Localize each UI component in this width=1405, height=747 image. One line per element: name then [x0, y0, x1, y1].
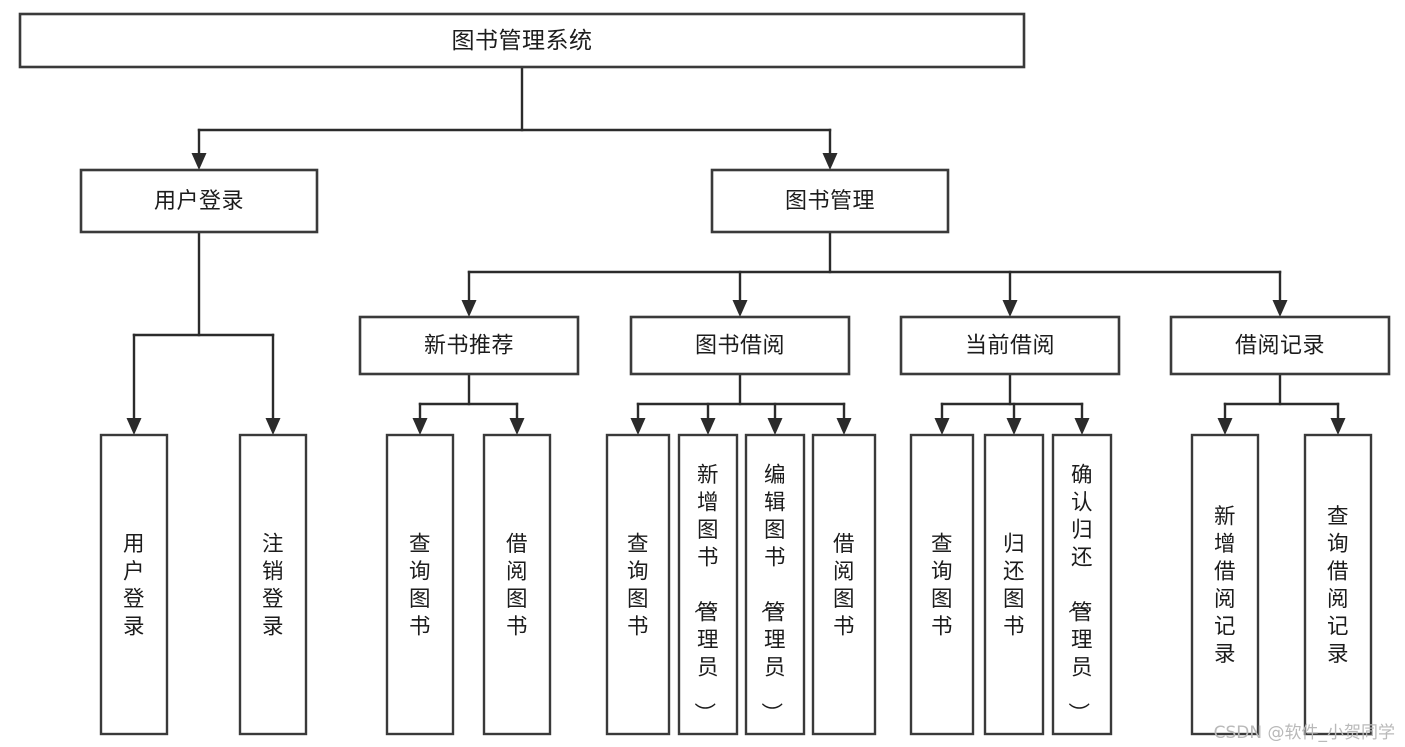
node-book-manage[interactable]: 图书管理: [710, 168, 950, 234]
node-leaf-borrow-book-1-box[interactable]: [482, 433, 552, 736]
node-book-borrow-box[interactable]: [629, 315, 851, 376]
node-leaf-return-book-label: 归还图书: [1003, 532, 1025, 640]
node-user-login-box[interactable]: [79, 168, 319, 234]
book-borrow-to-leaf-add-book-arrow-icon: [700, 418, 716, 435]
current-borrow-to-leaf-return-book-arrow-icon: [1006, 418, 1022, 435]
book-borrow-to-leaf-borrow-book-2-arrow-icon: [836, 418, 852, 435]
node-leaf-query-book-1-label: 查询图书: [409, 532, 431, 640]
current-borrow-to-leaf-confirm-return-arrow-icon: [1074, 418, 1090, 435]
node-leaf-query-book-3-box[interactable]: [909, 433, 975, 736]
node-root-图书管理系统-label: 图书管理系统: [452, 28, 593, 54]
node-leaf-confirm-return-label: 确认归还（管理员）: [1065, 463, 1093, 724]
node-leaf-add-record-label: 新增借阅记录: [1214, 504, 1236, 667]
root-to-book-manage-arrow-icon: [822, 153, 838, 170]
node-user-login[interactable]: 用户登录: [79, 168, 319, 234]
book-borrow-to-leaf-query-book-2-arrow-icon: [630, 418, 646, 435]
node-current-borrow[interactable]: 当前借阅: [899, 315, 1121, 376]
node-book-borrow-label: 图书借阅: [695, 334, 785, 359]
node-new-book-recommend[interactable]: 新书推荐: [358, 315, 580, 376]
node-leaf-logout-login-label: 注销登录: [262, 532, 284, 640]
node-leaf-confirm-return[interactable]: 确认归还（管理员）: [1051, 433, 1113, 736]
connector-layer: [126, 65, 1346, 435]
node-leaf-query-book-3[interactable]: 查询图书: [909, 433, 975, 736]
node-leaf-logout-login[interactable]: 注销登录: [238, 433, 308, 736]
node-book-manage-label: 图书管理: [785, 189, 875, 214]
node-leaf-add-record[interactable]: 新增借阅记录: [1190, 433, 1260, 736]
node-leaf-user-login-label: 用户登录: [123, 532, 145, 640]
node-leaf-query-book-2[interactable]: 查询图书: [605, 433, 671, 736]
node-leaf-confirm-return-box[interactable]: [1051, 433, 1113, 736]
borrow-record-to-leaf-add-record-arrow-icon: [1217, 418, 1233, 435]
node-layer: 图书管理系统用户登录图书管理新书推荐图书借阅当前借阅借阅记录用户登录注销登录查询…: [18, 12, 1391, 736]
node-borrow-record-label: 借阅记录: [1235, 334, 1325, 359]
watermark-label: CSDN @软件_小贺同学: [1213, 723, 1395, 743]
node-leaf-add-book-box[interactable]: [677, 433, 739, 736]
node-leaf-query-record[interactable]: 查询借阅记录: [1303, 433, 1373, 736]
node-leaf-add-record-box[interactable]: [1190, 433, 1260, 736]
node-root-图书管理系统-box[interactable]: [18, 12, 1026, 69]
node-leaf-borrow-book-2[interactable]: 借阅图书: [811, 433, 877, 736]
node-leaf-return-book[interactable]: 归还图书: [983, 433, 1045, 736]
new-book-recommend-to-leaf-borrow-book-1-arrow-icon: [509, 418, 525, 435]
node-leaf-add-book[interactable]: 新增图书（管理员）: [677, 433, 739, 736]
node-book-manage-box[interactable]: [710, 168, 950, 234]
user-login-to-leaf-logout-login-arrow-icon: [265, 418, 281, 435]
node-user-login-label: 用户登录: [154, 189, 244, 214]
node-leaf-query-record-label: 查询借阅记录: [1327, 504, 1349, 667]
node-leaf-edit-book[interactable]: 编辑图书（管理员）: [744, 433, 806, 736]
node-new-book-recommend-label: 新书推荐: [424, 334, 514, 359]
book-manage-to-new-book-recommend-arrow-icon: [461, 300, 477, 317]
node-leaf-query-book-1[interactable]: 查询图书: [385, 433, 455, 736]
node-leaf-borrow-book-1[interactable]: 借阅图书: [482, 433, 552, 736]
node-book-borrow[interactable]: 图书借阅: [629, 315, 851, 376]
node-current-borrow-box[interactable]: [899, 315, 1121, 376]
current-borrow-to-leaf-query-book-3-arrow-icon: [934, 418, 950, 435]
node-leaf-logout-login-box[interactable]: [238, 433, 308, 736]
root-to-user-login-arrow-icon: [191, 153, 207, 170]
node-leaf-user-login[interactable]: 用户登录: [99, 433, 169, 736]
node-leaf-add-book-label: 新增图书（管理员）: [691, 463, 719, 724]
book-manage-to-book-borrow-arrow-icon: [732, 300, 748, 317]
node-leaf-query-book-2-box[interactable]: [605, 433, 671, 736]
user-login-to-leaf-user-login-arrow-icon: [126, 418, 142, 435]
borrow-record-to-leaf-query-record-arrow-icon: [1330, 418, 1346, 435]
node-leaf-query-book-3-label: 查询图书: [931, 532, 953, 640]
book-borrow-to-leaf-edit-book-arrow-icon: [767, 418, 783, 435]
new-book-recommend-to-leaf-query-book-1-arrow-icon: [412, 418, 428, 435]
node-leaf-query-book-1-box[interactable]: [385, 433, 455, 736]
node-leaf-query-book-2-label: 查询图书: [627, 532, 649, 640]
node-leaf-query-record-box[interactable]: [1303, 433, 1373, 736]
node-leaf-return-book-box[interactable]: [983, 433, 1045, 736]
book-manage-to-borrow-record-arrow-icon: [1272, 300, 1288, 317]
node-leaf-user-login-box[interactable]: [99, 433, 169, 736]
node-leaf-borrow-book-1-label: 借阅图书: [506, 532, 528, 640]
node-new-book-recommend-box[interactable]: [358, 315, 580, 376]
node-leaf-borrow-book-2-label: 借阅图书: [833, 532, 855, 640]
book-manage-to-current-borrow-arrow-icon: [1002, 300, 1018, 317]
node-root-图书管理系统[interactable]: 图书管理系统: [18, 12, 1026, 69]
node-leaf-edit-book-box[interactable]: [744, 433, 806, 736]
node-leaf-edit-book-label: 编辑图书（管理员）: [758, 463, 786, 724]
node-current-borrow-label: 当前借阅: [965, 334, 1055, 359]
node-borrow-record-box[interactable]: [1169, 315, 1391, 376]
node-leaf-borrow-book-2-box[interactable]: [811, 433, 877, 736]
node-borrow-record[interactable]: 借阅记录: [1169, 315, 1391, 376]
